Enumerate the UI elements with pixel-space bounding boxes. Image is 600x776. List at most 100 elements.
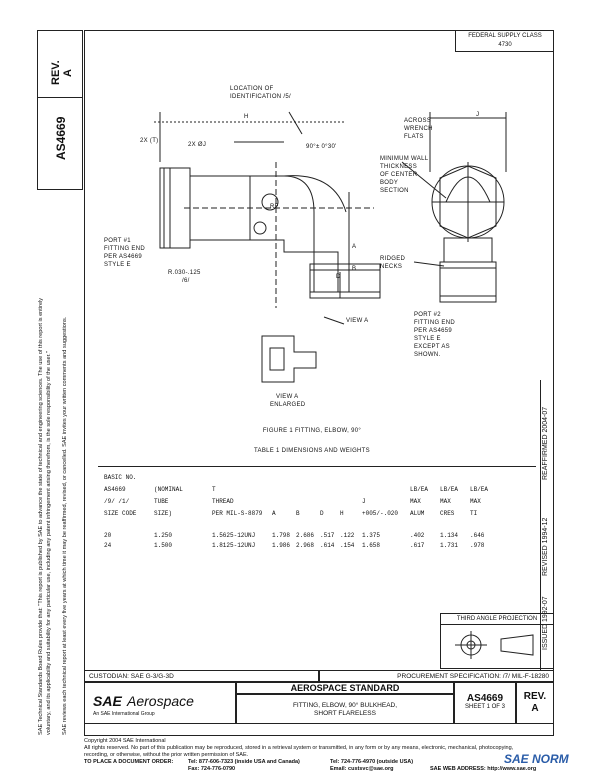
angle-label: 90°± 0°30' <box>306 144 337 150</box>
table-cell: .617 <box>410 542 425 549</box>
table-header-cell: LB/EA <box>440 486 459 493</box>
procurement-spec: PROCUREMENT SPECIFICATION: /7/ MIL-F-182… <box>319 670 554 682</box>
table-cell: .154 <box>340 542 355 549</box>
table-cell: 1.731 <box>440 542 459 549</box>
side-rev-label: REV. <box>50 60 62 85</box>
custodian: CUSTODIAN: SAE G-3/G-3D <box>84 670 319 682</box>
table-header-cell: BASIC NO. <box>104 474 137 481</box>
min-wall-1: MINIMUM WALL <box>380 156 429 162</box>
doc-title-line-1: FITTING, ELBOW, 90° BULKHEAD, <box>292 702 398 709</box>
email[interactable]: Email: custsvc@sae.org <box>330 766 394 772</box>
table-header-cell: LB/EA <box>410 486 429 493</box>
port2-side-nut <box>309 263 381 299</box>
table-cell: 1.500 <box>154 542 173 549</box>
doc-number: AS4669 <box>466 693 504 704</box>
min-wall-2: THICKNESS <box>380 164 417 170</box>
across-flats-1: ACROSS <box>404 118 431 124</box>
table-header-cell: AS4669 <box>104 486 126 493</box>
port1-line-b: FITTING END <box>104 246 145 252</box>
figure-caption: FIGURE 1 FITTING, ELBOW, 90° <box>262 428 362 434</box>
sae-logo: SAE Aerospace An SAE International Group <box>84 682 236 724</box>
location-label-2: IDENTIFICATION /5/ <box>230 94 291 100</box>
table-cell: 1.798 <box>272 532 291 539</box>
table-header-cell: A <box>272 510 276 517</box>
rev-box: REV. A <box>516 682 554 724</box>
table-header-cell: MAX <box>470 498 481 505</box>
drawing-frame <box>84 30 554 736</box>
rights-text-2: recording, or otherwise, without the pri… <box>84 752 249 758</box>
table-caption: TABLE 1 DIMENSIONS AND WEIGHTS <box>254 448 370 454</box>
federal-supply-label: FEDERAL SUPPLY CLASS <box>468 33 542 39</box>
table-header-cell: T <box>212 486 216 493</box>
table-cell: 2.968 <box>296 542 315 549</box>
table-cell: .122 <box>340 532 355 539</box>
rev-label: REV. <box>523 691 547 702</box>
min-wall-4: BODY <box>380 180 398 186</box>
table-header-cell: THREAD <box>212 498 234 505</box>
table-header-cell: CRES <box>440 510 455 517</box>
table-cell: 1.250 <box>154 532 173 539</box>
footer: Copyright 2004 SAE International All rig… <box>84 738 554 773</box>
projection-symbol <box>455 631 534 659</box>
view-a-enlarged-2: ENLARGED <box>270 402 306 408</box>
table-header-cell: ALUM <box>410 510 425 517</box>
dim-t-label: 2X (T) <box>140 138 158 144</box>
port1-line-d: STYLE E <box>104 262 131 268</box>
aerospace-standard: AEROSPACE STANDARD <box>236 682 454 694</box>
table-header-cell: H <box>340 510 344 517</box>
table-header-cell: SIZE) <box>154 510 173 517</box>
side-doc-number: AS4669 <box>54 116 68 160</box>
view-a-enlarged-1: VIEW A <box>276 394 298 400</box>
table-header-cell: TI <box>470 510 478 517</box>
port2-line-c: PER AS4659 <box>414 328 452 334</box>
dim-u-label: 2X ØJ <box>188 142 206 148</box>
port2-line-b: FITTING END <box>414 320 455 326</box>
table-header-cell: (NOMINAL <box>154 486 183 493</box>
table-cell: .402 <box>410 532 425 539</box>
table-header-cell: /9/ /1/ <box>104 498 130 505</box>
dim-b-label: B <box>352 266 356 272</box>
port2-line-f: SHOWN. <box>414 352 440 358</box>
table-cell: 20 <box>104 532 112 539</box>
sae-norm-watermark: SAE NORM <box>504 752 569 766</box>
across-flats-2: WRENCH <box>404 126 433 132</box>
web-address[interactable]: SAE WEB ADDRESS: http://www.sae.org <box>430 766 537 772</box>
elbow-fitting-drawing: LOCATION OF IDENTIFICATION /5/ H J 2X (T… <box>104 86 507 408</box>
tel-outside: Tel: 724-776-4970 (outside USA) <box>330 759 414 765</box>
table-cell: 1.986 <box>272 542 291 549</box>
port1-line-c: PER AS4669 <box>104 254 142 260</box>
dim-a-label: A <box>352 244 356 250</box>
port2-line-d: STYLE E <box>414 336 441 342</box>
table-header-cell: MAX <box>440 498 451 505</box>
reaffirmed-date: REAFFIRMED 2004-07 <box>542 406 549 480</box>
table-header-cell: LB/EA <box>470 486 489 493</box>
sae-logo-aerospace: Aerospace <box>127 693 194 709</box>
doc-title-line-2: SHORT FLARELESS <box>314 710 376 717</box>
issue-strip <box>540 380 555 670</box>
dim-j-label: J <box>476 112 479 118</box>
table-cell: .646 <box>470 532 485 539</box>
rights-text: All rights reserved. No part of this pub… <box>84 745 514 751</box>
third-angle-projection-box: THIRD ANGLE PROJECTION <box>440 613 554 669</box>
dim-d-label: D <box>336 274 341 280</box>
across-flats-3: FLATS <box>404 134 424 140</box>
disclaimer-line-2: voluntary, and its applicability and sui… <box>46 351 52 735</box>
location-label-1: LOCATION OF <box>230 86 274 92</box>
revised-date: REVISED 1994-12 <box>542 517 549 576</box>
order-info: TO PLACE A DOCUMENT ORDER: Tel: 877-606-… <box>84 759 554 773</box>
sae-logo-sub: An SAE International Group <box>93 711 155 717</box>
ridged-2: NECKS <box>380 264 402 270</box>
fax: Fax: 724-776-0790 <box>188 766 236 772</box>
side-rev-label-wrap: REV. A <box>50 60 74 85</box>
order-label: TO PLACE A DOCUMENT ORDER: <box>84 759 174 765</box>
rev-value: A <box>531 703 539 714</box>
disclaimer-line-1: SAE Technical Standards Board Rules prov… <box>38 297 44 735</box>
side-rev-box: REV. A <box>37 30 83 98</box>
table-cell: .978 <box>470 542 485 549</box>
table-header-cell: MAX <box>410 498 421 505</box>
min-wall-5: SECTION <box>380 188 409 194</box>
doc-number-box: AS4669 SHEET 1 OF 3 <box>454 682 516 724</box>
table-cell: .614 <box>320 542 335 549</box>
doc-title: FITTING, ELBOW, 90° BULKHEAD, SHORT FLAR… <box>236 694 454 724</box>
table-top-rule <box>98 466 536 467</box>
